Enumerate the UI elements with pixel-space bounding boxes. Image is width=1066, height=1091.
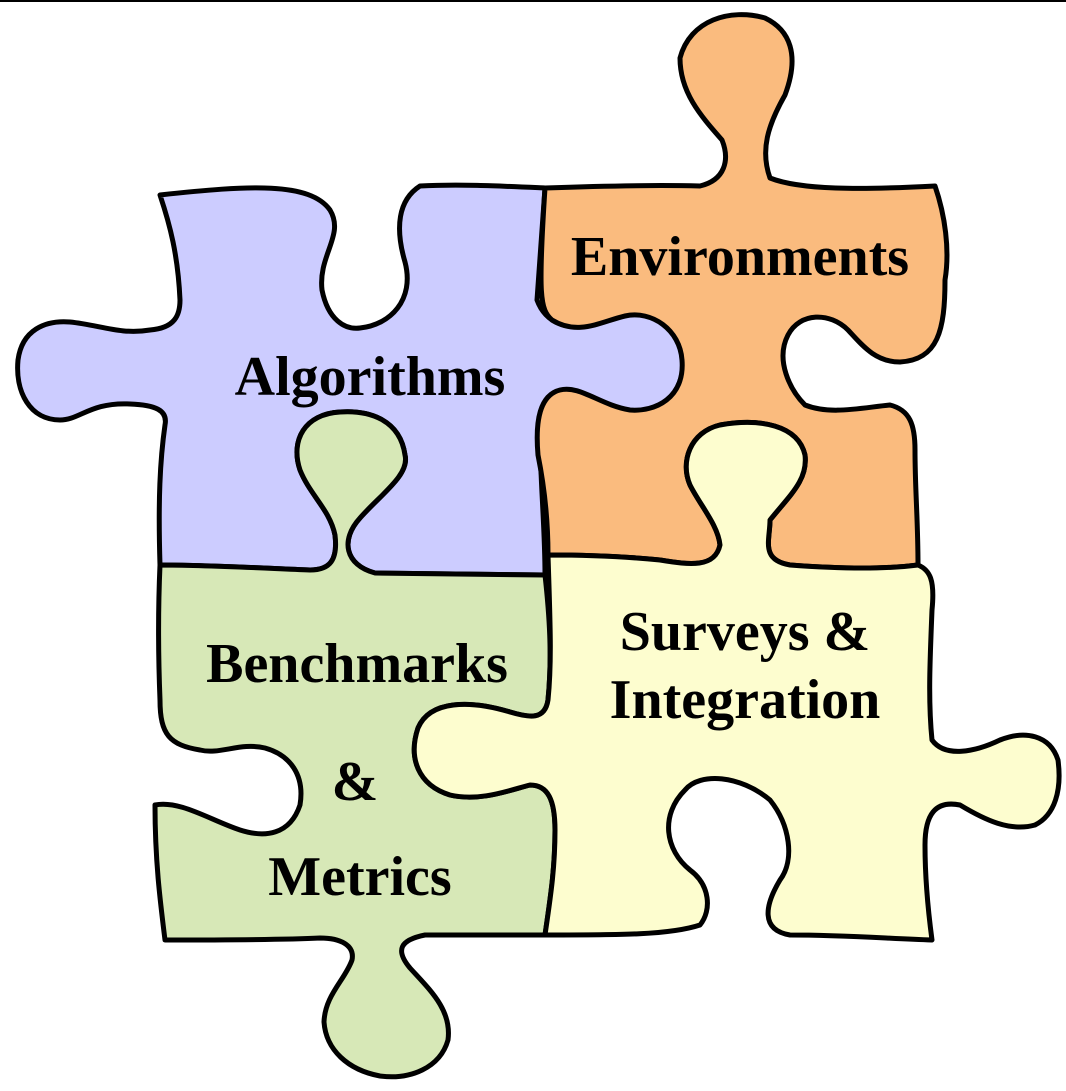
label-integration: Integration xyxy=(610,669,881,731)
label-surveys: Surveys & xyxy=(620,601,870,663)
top-border-line xyxy=(0,0,1066,2)
piece-surveys-integration: Surveys & Integration xyxy=(411,420,1062,943)
label-benchmarks: Benchmarks xyxy=(206,633,508,695)
label-ampersand: & xyxy=(332,751,379,813)
label-environments: Environments xyxy=(571,226,909,288)
piece-surveys-shape xyxy=(411,420,1062,943)
piece-benchmarks-metrics: Benchmarks & Metrics xyxy=(152,409,558,1080)
piece-environments: Environments xyxy=(534,12,950,571)
piece-environments-shape xyxy=(534,12,950,571)
label-algorithms: Algorithms xyxy=(235,346,506,408)
label-metrics: Metrics xyxy=(268,846,451,908)
